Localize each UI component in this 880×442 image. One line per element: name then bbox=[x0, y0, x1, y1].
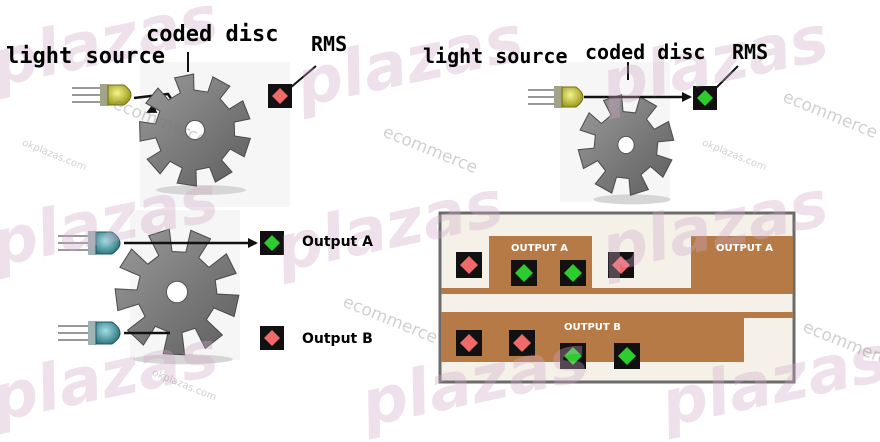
track-sensor-on bbox=[511, 260, 537, 286]
sensor-top-right bbox=[693, 86, 717, 110]
track-label-output-a: OUTPUT A bbox=[716, 243, 773, 254]
disc-hub bbox=[617, 135, 635, 155]
rms-pointer-right bbox=[713, 65, 739, 91]
track-sensor-off bbox=[608, 252, 634, 278]
led-top-right bbox=[528, 86, 584, 108]
track-sensor-on bbox=[560, 260, 586, 286]
disc-shadow bbox=[156, 185, 246, 195]
led-output-b bbox=[58, 321, 121, 345]
label-light-source-right: light source bbox=[423, 44, 568, 68]
coded-disc-bottom-left bbox=[114, 228, 240, 365]
encoder-illustration bbox=[58, 52, 796, 384]
disc-hub bbox=[165, 280, 189, 304]
track-sensor-off bbox=[509, 330, 535, 356]
sensor-output-a bbox=[260, 231, 284, 255]
led-top-left bbox=[72, 84, 132, 106]
label-coded-disc-left: coded disc bbox=[146, 22, 279, 47]
label-rms-right: RMS bbox=[732, 40, 769, 64]
disc-hub bbox=[184, 119, 206, 141]
track-label-output-b: OUTPUT B bbox=[564, 322, 621, 333]
rms-pointer-left bbox=[289, 65, 317, 89]
track-sensor-off bbox=[456, 252, 482, 278]
label-output-b: Output B bbox=[302, 331, 373, 347]
sensor-top-left bbox=[268, 84, 292, 108]
coded-disc-top-right bbox=[577, 94, 675, 205]
disc-shadow bbox=[133, 354, 233, 365]
track-sensor-off bbox=[456, 330, 482, 356]
label-coded-disc-right: coded disc bbox=[585, 40, 706, 64]
coded-disc-top-left bbox=[139, 73, 252, 195]
sensor-output-b bbox=[260, 326, 284, 350]
disc-shadow bbox=[593, 194, 671, 205]
track-sensor-on bbox=[614, 343, 640, 369]
label-output-a: Output A bbox=[302, 234, 373, 250]
label-light-source-left: light source bbox=[6, 44, 165, 69]
led-output-a bbox=[58, 231, 121, 255]
track-sensor-on bbox=[560, 343, 586, 369]
label-rms-left: RMS bbox=[311, 32, 348, 56]
track-label-output-a: OUTPUT A bbox=[511, 243, 568, 254]
